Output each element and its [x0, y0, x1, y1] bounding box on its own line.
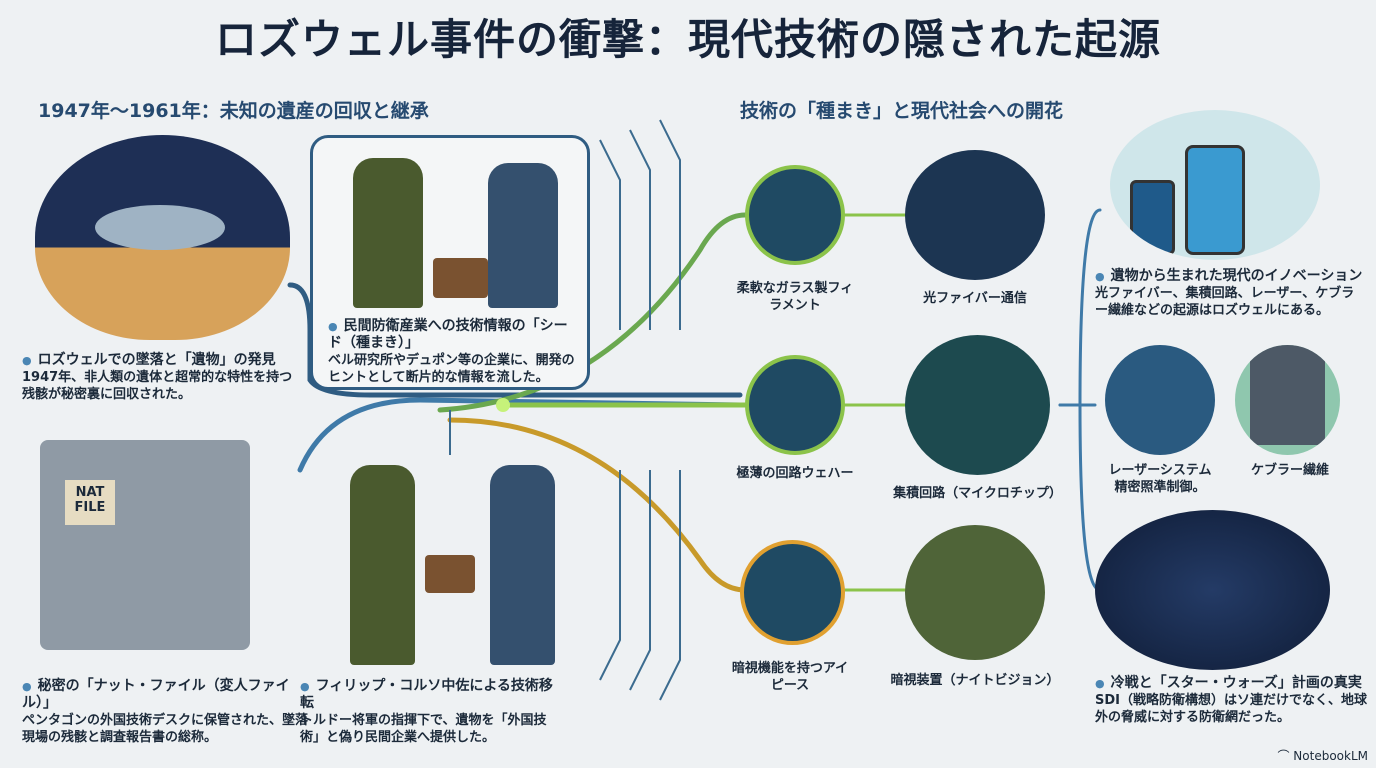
ufo-icon [95, 205, 225, 250]
tablet-icon [1185, 145, 1245, 255]
businessman-figure [488, 163, 558, 308]
result-label-1: 光ファイバー通信 [923, 291, 1027, 306]
eyepiece-icon [740, 540, 845, 645]
star-wars-sdi-illustration [1095, 510, 1330, 670]
officer-figure [350, 465, 415, 665]
modern-devices-illustration [1110, 110, 1320, 260]
fiber-optic-icon [905, 150, 1045, 280]
right-subtitle: 技術の「種まき」と現代社会への開花 [740, 100, 1064, 122]
notebooklm-brand: ⌒ NotebookLM [1277, 749, 1368, 763]
circuit-wafer-icon [745, 355, 845, 455]
microchip-icon [905, 335, 1050, 475]
source-label-1: 柔軟なガラス製フィラメント [736, 281, 854, 313]
page-title: ロズウェル事件の衝撃：現代技術の隠された起源 [214, 15, 1161, 64]
source-label-3: 暗視機能を持つアイピース [731, 661, 849, 693]
officer-figure [353, 158, 423, 308]
filing-cabinet-illustration: NAT FILE [40, 440, 250, 650]
glass-filament-icon [745, 165, 845, 265]
laser-icon [1105, 345, 1215, 455]
night-vision-soldier-icon [905, 525, 1045, 660]
left-item-4: フィリップ・コルソ中佐による技術移転トルドー将軍の指揮下で、遺物を「外国技術」と… [300, 678, 560, 746]
briefcase-icon [433, 258, 488, 298]
laser-label: レーザーシステム精密照準制御。 [1108, 463, 1212, 495]
briefcase-icon [425, 555, 475, 593]
kevlar-label: ケブラー繊維 [1250, 463, 1329, 478]
result-label-2: 集積回路（マイクロチップ） [893, 486, 1062, 501]
left-item-3: 秘密の「ナット・ファイル（変人ファイル）」ペンタゴンの外国技術デスクに保管された… [22, 678, 312, 746]
notebooklm-logo-icon: ⌒ [1277, 749, 1294, 763]
right-item-2: 冷戦と「スター・ウォーズ」計画の真実SDI（戦略防衛構想）はソ連だけでなく、地球… [1095, 675, 1370, 726]
left-item-1: ロズウェルでの墜落と「遺物」の発見1947年、非人類の遺体と超常的な特性を持つ残… [22, 352, 302, 403]
businessman-figure [490, 465, 555, 665]
right-item-1: 遺物から生まれた現代のイノベーション光ファイバー、集積回路、レーザー、ケブラー繊… [1095, 268, 1365, 319]
handoff-illustration [340, 455, 570, 670]
result-label-3: 暗視装置（ナイトビジョン） [890, 673, 1060, 688]
nat-file-label: NAT FILE [65, 480, 115, 525]
source-label-2: 極薄の回路ウェハー [736, 466, 854, 481]
left-item-2: 民間防衛産業への技術情報の「シード（種まき）」ベル研究所やデュポン等の企業に、開… [328, 318, 578, 386]
phone-icon [1130, 180, 1175, 255]
ufo-crash-illustration [35, 135, 290, 340]
left-subtitle: 1947年〜1961年：未知の遺産の回収と継承 [38, 100, 429, 122]
kevlar-vest-icon [1235, 345, 1340, 455]
